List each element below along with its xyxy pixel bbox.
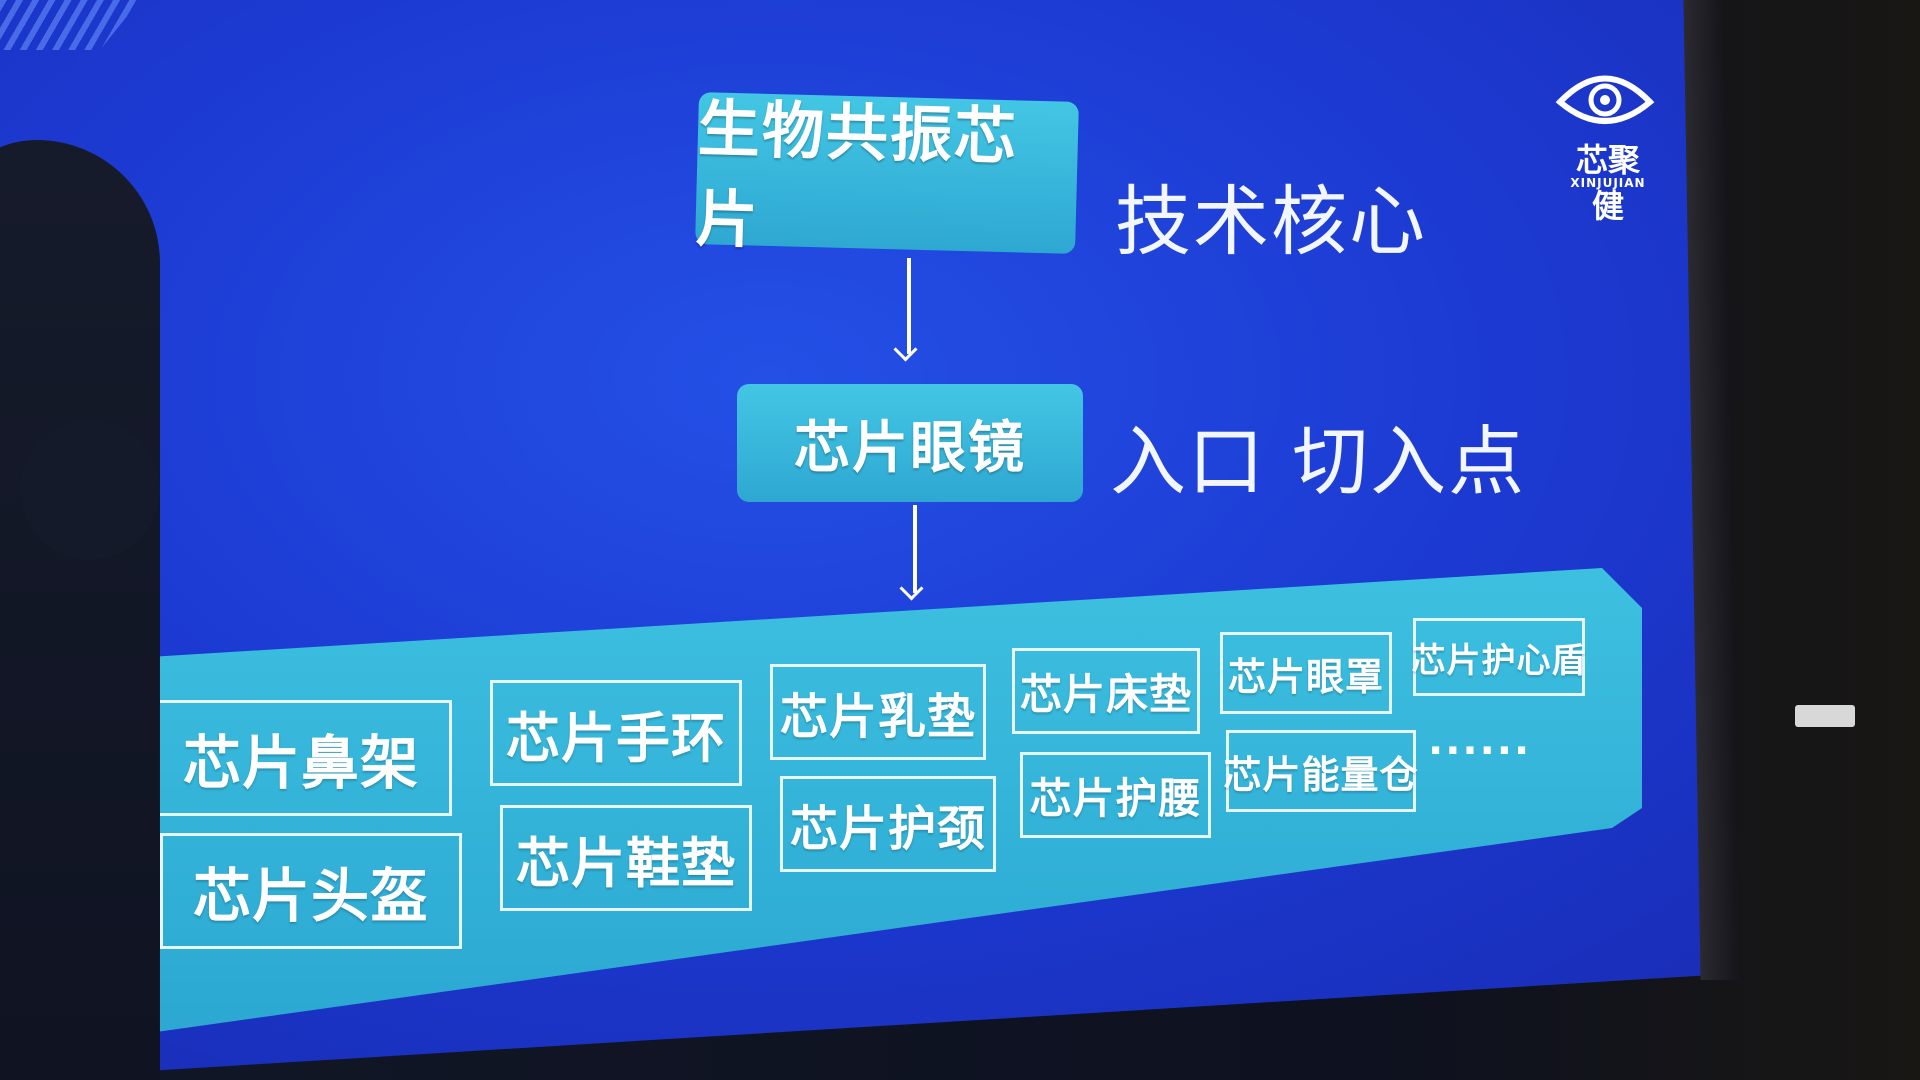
- product-chip: 芯片头盔: [160, 833, 462, 949]
- logo-name: 芯聚健: [1575, 141, 1640, 225]
- down-arrow-icon: [913, 505, 917, 593]
- product-chip: 芯片能量仓: [1224, 730, 1418, 812]
- eye-logo-icon: [1555, 75, 1655, 124]
- presenter-silhouette: [0, 140, 160, 1080]
- product-chip: 芯片护心盾: [1412, 618, 1586, 696]
- product-chip: 芯片鼻架: [150, 700, 452, 816]
- core-label: 技术核心: [1115, 177, 1427, 266]
- entry-label: 入口 切入点: [1110, 417, 1527, 506]
- core-chip-box: 生物共振芯片: [695, 92, 1079, 257]
- room-equipment: [1795, 705, 1855, 727]
- product-chip: 芯片护腰: [1020, 752, 1211, 838]
- product-chip: 芯片手环: [490, 680, 742, 786]
- product-chip: 芯片鞋垫: [500, 805, 752, 911]
- more-ellipsis: ······: [1428, 728, 1532, 774]
- chip-glasses-box: 芯片眼镜: [737, 384, 1083, 502]
- logo-pinyin: XINJUJIAN: [1570, 176, 1646, 190]
- product-chip: 芯片护颈: [780, 776, 996, 872]
- product-chip: 芯片乳垫: [770, 664, 986, 760]
- product-chip: 芯片眼罩: [1220, 632, 1392, 714]
- presenter-arm: [20, 420, 160, 560]
- down-arrow-icon: [907, 258, 911, 354]
- product-chip: 芯片床垫: [1012, 648, 1200, 734]
